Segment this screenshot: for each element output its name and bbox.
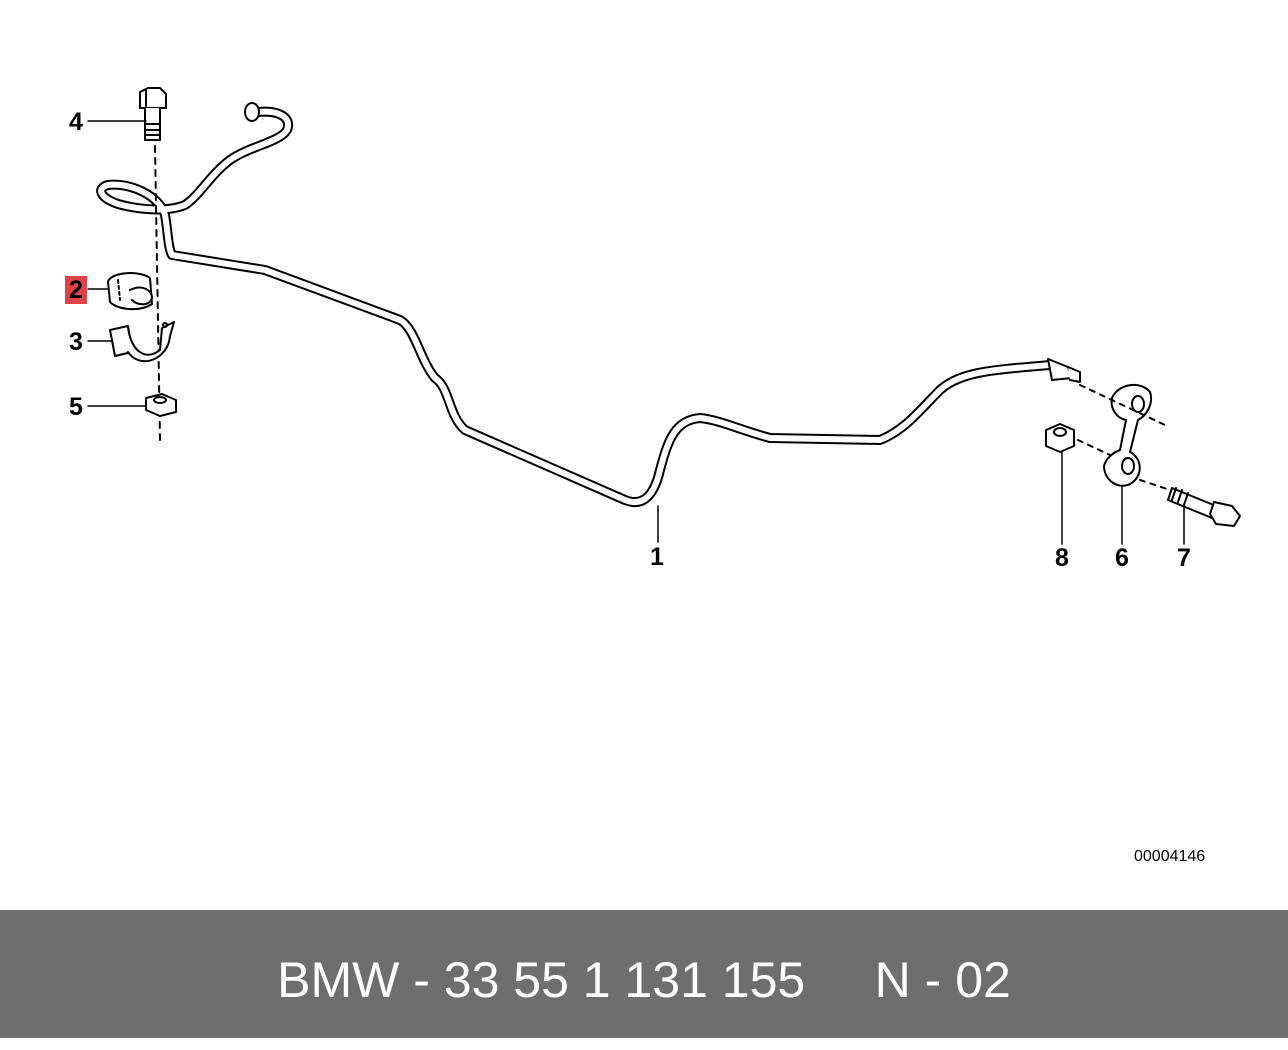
- callout-8[interactable]: 8: [1055, 544, 1069, 572]
- part-number-caption: BMW - 33 55 1 131 155 N - 02: [277, 952, 1011, 1008]
- callout-7[interactable]: 7: [1177, 544, 1191, 572]
- stabilizer-link: [1103, 383, 1152, 487]
- callout-3[interactable]: 3: [69, 328, 83, 356]
- bolt-upper: [139, 87, 167, 141]
- bracket: [109, 321, 175, 363]
- bolt-right: [1167, 487, 1241, 527]
- callout-2[interactable]: 2: [65, 276, 87, 304]
- parts-diagram: 1 2 3 4 5 6 7 8 00004146: [65, 87, 1241, 865]
- nut-right: [1045, 423, 1075, 453]
- callout-4[interactable]: 4: [69, 108, 83, 136]
- nut-left: [145, 393, 177, 417]
- assembly-axis: [154, 145, 161, 441]
- callout-6[interactable]: 6: [1115, 544, 1129, 572]
- callout-1[interactable]: 1: [650, 543, 664, 571]
- footer-bar: BMW - 33 55 1 131 155 N - 02: [0, 910, 1288, 1038]
- leader-lines: [87, 120, 1185, 545]
- diagram-drawing: [87, 87, 1241, 545]
- callout-5[interactable]: 5: [69, 393, 83, 421]
- stabilizer-bar: [96, 102, 1081, 507]
- diagram-reference-code: 00004146: [1134, 848, 1206, 865]
- rubber-mounting: [107, 272, 153, 310]
